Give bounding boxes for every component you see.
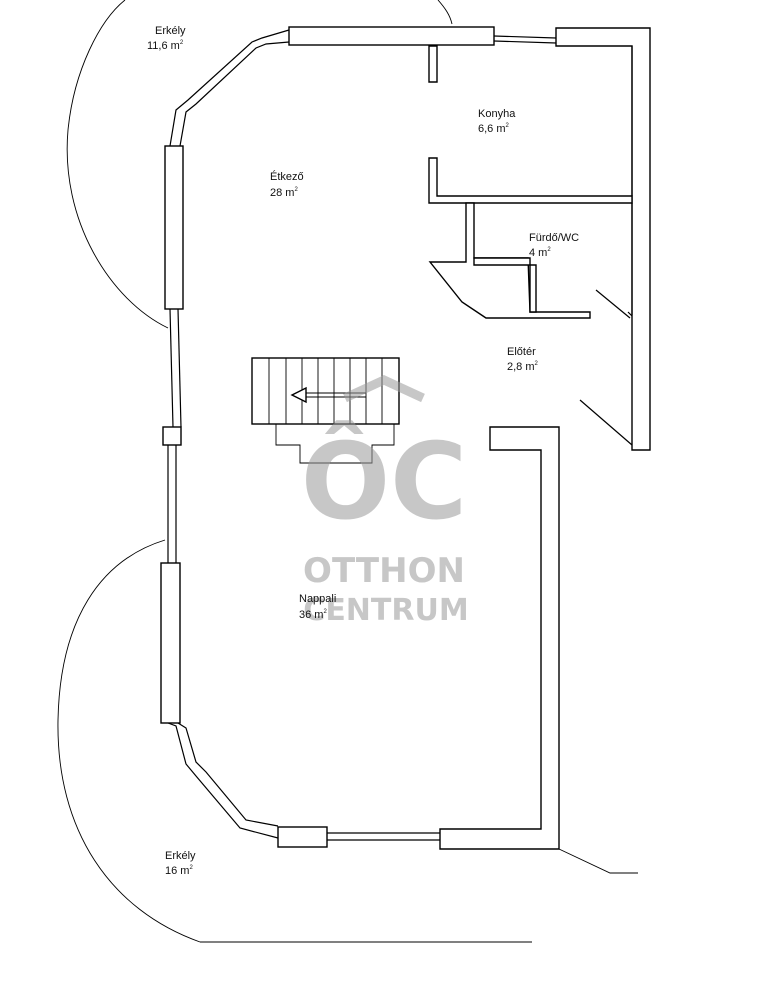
entry-line (558, 848, 638, 874)
facade-top-angle (169, 29, 290, 147)
window-top (288, 26, 495, 46)
balcony-top-arc-right (437, 0, 453, 25)
label-furdo: Fürdő/WC 4 m2 (529, 232, 579, 259)
svg-text:36 m2: 36 m2 (299, 609, 327, 621)
facade-top-angle-inner (179, 41, 290, 147)
svg-text:Nappali: Nappali (299, 593, 336, 605)
svg-text:2,8 m2: 2,8 m2 (507, 361, 539, 373)
facade-bottom-angle (167, 722, 279, 839)
label-konyha: Konyha 6,6 m2 (478, 108, 516, 135)
bathroom-door-swing (595, 289, 631, 319)
balcony-top-arc (66, 0, 169, 329)
svg-text:Erkély: Erkély (155, 25, 186, 37)
window-bottom (277, 826, 328, 848)
watermark: ÔC OTTHON CENTRUM (301, 375, 469, 628)
label-nappali: Nappali 36 m2 (299, 593, 336, 621)
facade-left-a (169, 308, 174, 428)
balcony-bottom-arc (57, 539, 201, 943)
bathroom-left-block (473, 257, 537, 313)
window-left-top (164, 145, 184, 310)
label-erkely-top: Erkély 11,6 m2 (147, 25, 186, 52)
watermark-line1: OTTHON (303, 551, 465, 591)
kitchen-divider-left (428, 45, 438, 83)
kitchen-bottom-wall (428, 157, 633, 204)
svg-text:Étkező: Étkező (270, 170, 304, 183)
watermark-line2: CENTRUM (303, 593, 468, 628)
kitchen-right-wall (555, 27, 651, 451)
svg-text:28 m2: 28 m2 (270, 187, 298, 199)
svg-text:Előtér: Előtér (507, 346, 536, 358)
label-eloter: Előtér 2,8 m2 (507, 346, 539, 373)
watermark-logo: ÔC (301, 420, 467, 543)
entry-door-swing (579, 399, 633, 446)
label-etkezo: Étkező 28 m2 (270, 170, 304, 199)
hall-wall (439, 426, 560, 850)
top-wall-glass-a (493, 35, 557, 39)
window-left-bottom (160, 562, 181, 724)
svg-text:6,6 m2: 6,6 m2 (478, 123, 510, 135)
entry-door-mark (627, 311, 633, 317)
column-left (162, 426, 182, 446)
facade-bottom-angle-inner (177, 722, 279, 827)
svg-text:11,6 m2: 11,6 m2 (147, 40, 184, 52)
staircase (251, 357, 400, 464)
facade-left-b (177, 308, 182, 428)
svg-text:Konyha: Konyha (478, 108, 516, 120)
label-erkely-bottom: Erkély 16 m2 (165, 850, 196, 877)
svg-text:16 m2: 16 m2 (165, 865, 193, 877)
stair-arrow-icon (290, 386, 307, 404)
svg-text:Fürdő/WC: Fürdő/WC (529, 232, 579, 244)
top-wall-glass-b (493, 40, 557, 44)
svg-text:4 m2: 4 m2 (529, 247, 551, 259)
svg-text:Erkély: Erkély (165, 850, 196, 862)
watermark-hat-icon (343, 375, 425, 403)
